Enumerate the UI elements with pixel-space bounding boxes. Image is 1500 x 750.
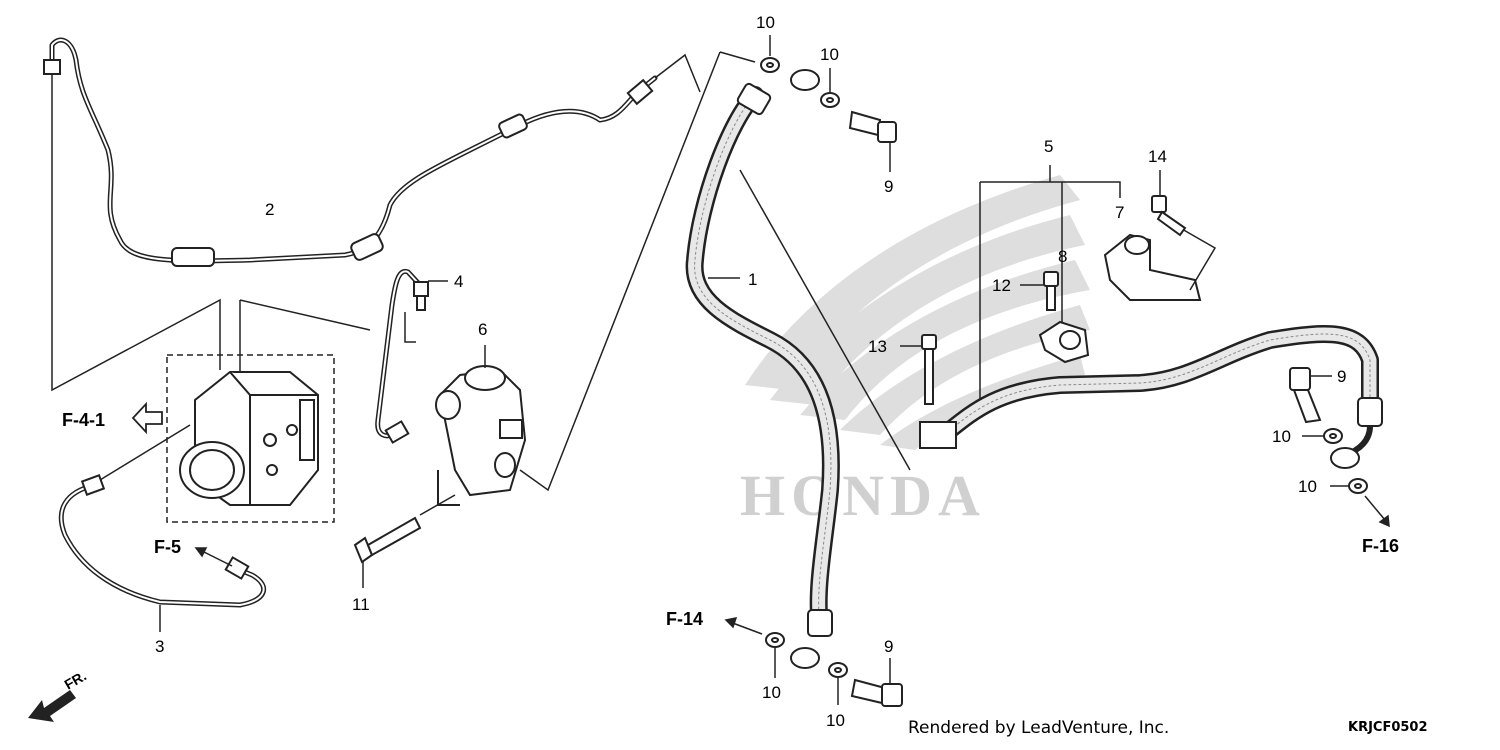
callout-10-top-right: 10 xyxy=(820,45,839,64)
sealing-washers-bottom xyxy=(765,632,848,678)
callout-8: 8 xyxy=(1058,247,1067,266)
pipe-3-fitting-right xyxy=(224,556,250,580)
hose-1-banjo-upper xyxy=(790,69,820,91)
brake-pipe-4-inner xyxy=(376,270,421,437)
callout-9-bottom: 9 xyxy=(884,637,893,656)
callout-12: 12 xyxy=(992,276,1011,295)
callout-1: 1 xyxy=(748,270,757,289)
callout-5: 5 xyxy=(1044,137,1053,156)
bolt-11 xyxy=(353,516,422,564)
leader-lines-left xyxy=(51,53,701,392)
callout-10-bottom-right: 10 xyxy=(826,711,845,730)
hose-1-upper-fitting xyxy=(736,82,772,116)
bracket-7 xyxy=(1103,233,1202,301)
callout-14: 14 xyxy=(1148,147,1167,166)
ref-arrow-f16 xyxy=(1364,495,1390,528)
callout-10-right-upper: 10 xyxy=(1272,427,1291,446)
callout-4: 4 xyxy=(454,272,463,291)
callout-7: 7 xyxy=(1115,203,1124,222)
ref-label-f5: F-5 xyxy=(154,537,181,557)
callout-3: 3 xyxy=(155,637,164,656)
callout-2: 2 xyxy=(265,200,274,219)
pipe-4-fitting xyxy=(384,420,410,444)
ref-label-f16: F-16 xyxy=(1362,536,1399,556)
leader-bolt-11 xyxy=(419,494,456,516)
brake-hose-5 xyxy=(941,325,1379,439)
banjo-bolt-9-bottom xyxy=(850,678,903,707)
sealing-washers-right xyxy=(1323,428,1368,494)
pipe-2-fitting-left xyxy=(43,59,61,75)
brake-pipe-2-inner xyxy=(51,39,656,262)
leader-pipe-3-abs xyxy=(99,424,191,481)
banjo-bolt-9-top xyxy=(848,110,897,143)
diagram-code: KRJCF0502 xyxy=(1348,720,1428,735)
brake-pipe-3-inner xyxy=(60,484,265,607)
callout-10-top-left: 10 xyxy=(756,13,775,32)
hose-5-bracket-block xyxy=(919,421,957,449)
bolt-13 xyxy=(921,334,937,405)
footer-credit: Rendered by LeadVenture, Inc. xyxy=(908,718,1169,738)
pipe-clamp-b xyxy=(350,233,384,261)
bracket-group-5 xyxy=(979,165,1121,400)
callout-10-right-lower: 10 xyxy=(1298,477,1317,496)
front-direction-arrow-icon xyxy=(28,690,76,722)
hose-5-lower-fitting xyxy=(1357,397,1383,427)
callout-11: 11 xyxy=(352,595,370,614)
callout-13: 13 xyxy=(868,337,887,356)
callout-6: 6 xyxy=(478,320,487,339)
ref-arrow-f14 xyxy=(724,617,763,635)
abs-modulator xyxy=(179,371,319,506)
ref-label-f14: F-14 xyxy=(666,609,703,629)
sealing-washers-top xyxy=(760,57,840,108)
leader-bracket-7 xyxy=(1174,224,1217,291)
callout-9-right: 9 xyxy=(1337,367,1346,386)
front-direction-label: FR. xyxy=(62,667,90,692)
brake-hose-1 xyxy=(685,86,840,634)
banjo-bolt-9-right xyxy=(1289,367,1322,424)
pipe-3-fitting-left xyxy=(80,474,106,496)
leader-hose-1-diag xyxy=(739,169,911,471)
pipe-clamp-a xyxy=(171,247,215,267)
ref-arrow-f5 xyxy=(194,547,233,567)
leader-top-hose xyxy=(719,51,756,63)
callout-10-bottom-left: 10 xyxy=(762,683,781,702)
pipe-clamp-c xyxy=(498,113,528,139)
honda-watermark-text: HONDA xyxy=(740,463,986,528)
hose-1-banjo-lower xyxy=(790,647,820,669)
bolt-14 xyxy=(1151,195,1187,237)
hose-5-banjo xyxy=(1330,447,1360,469)
callout-9-top: 9 xyxy=(884,177,893,196)
brake-pipe-2 xyxy=(49,37,658,264)
hose-1-lower-fitting xyxy=(807,609,833,637)
ref-label-f41: F-4-1 xyxy=(62,410,105,430)
leader-joint-6 xyxy=(519,51,721,492)
bolt-4 xyxy=(413,281,429,311)
three-way-joint-6 xyxy=(435,345,527,506)
clamp-8 xyxy=(1038,320,1090,364)
pipe-2-fitting-right xyxy=(626,78,654,106)
ref-arrow-f41 xyxy=(131,401,163,435)
bolt-12 xyxy=(1043,271,1059,311)
leader-pipe-4 xyxy=(404,312,416,343)
honda-wing-watermark xyxy=(745,175,1090,450)
